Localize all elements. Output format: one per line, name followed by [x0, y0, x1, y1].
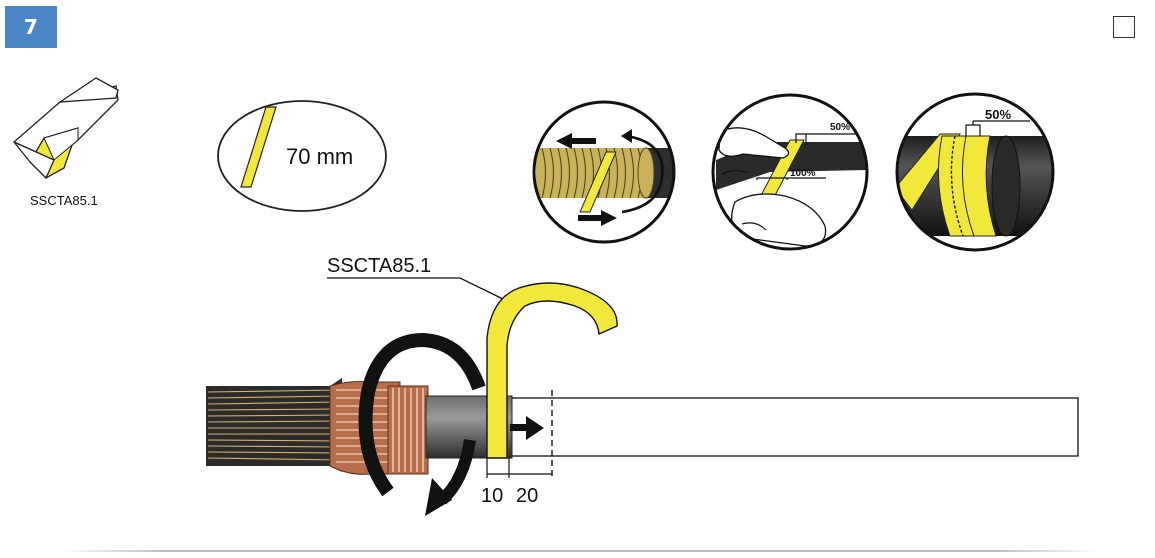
detail-overlap-result	[895, 92, 1055, 252]
footer-divider	[60, 550, 1100, 552]
callout-leader-line	[327, 277, 506, 301]
dimension-lines	[486, 458, 552, 478]
direction-arrow-icon	[510, 416, 544, 440]
arrow-right-icon	[578, 210, 617, 226]
outer-sheath	[509, 397, 1079, 457]
step-number-badge: 7	[5, 6, 57, 48]
tape-length-label: 70 mm	[286, 144, 353, 169]
dimension-right-label: 20	[516, 485, 538, 507]
overlap-bottom-label: 100%	[790, 168, 816, 179]
overlap-result-label: 50%	[985, 107, 1011, 122]
step-number: 7	[24, 15, 38, 39]
conductor-strands	[206, 378, 342, 472]
tape-roll-icon	[12, 77, 119, 180]
detail-wrap-direction	[532, 100, 676, 244]
detail-overlap	[711, 93, 869, 251]
tape-strip-icon	[240, 106, 277, 188]
folded-screen-wires	[387, 385, 429, 475]
tape-length-ellipse	[217, 100, 387, 212]
arrow-left-icon	[556, 133, 596, 149]
step-complete-checkbox[interactable]	[1113, 16, 1135, 38]
overlap-top-label: 50%	[830, 122, 850, 133]
dimension-left-label: 10	[481, 485, 503, 507]
rotation-arrow-icon	[358, 332, 486, 516]
tape-callout-label: SSCTA85.1	[327, 255, 431, 277]
tape-icon-label: SSCTA85.1	[30, 193, 98, 208]
yellow-tape	[486, 282, 618, 459]
